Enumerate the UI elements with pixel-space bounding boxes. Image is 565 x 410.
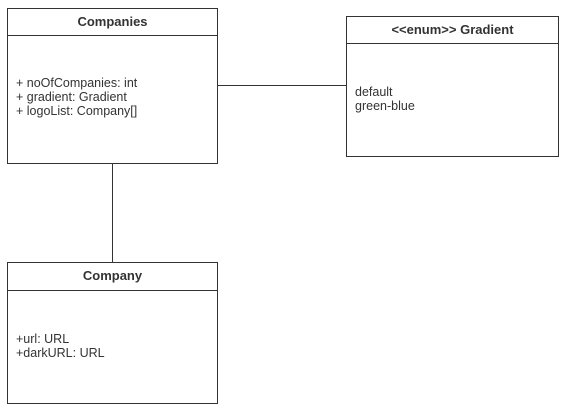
association-companies-company [112,163,113,263]
class-company-attributes: +url: URL +darkURL: URL [8,291,217,360]
enum-value-default: default [355,85,393,99]
enum-gradient-values: default green-blue [347,44,558,113]
enum-gradient[interactable]: <<enum>> Gradient default green-blue [346,16,559,157]
class-company-name: Company [8,263,217,291]
attribute-gradient: + gradient: Gradient [16,90,127,104]
class-companies[interactable]: Companies + noOfCompanies: int + gradien… [7,8,218,164]
attribute-logo-list: + logoList: Company[] [16,104,138,118]
class-company[interactable]: Company +url: URL +darkURL: URL [7,262,218,404]
class-companies-name: Companies [8,9,217,36]
class-companies-attributes: + noOfCompanies: int + gradient: Gradien… [8,36,217,118]
attribute-no-of-companies: + noOfCompanies: int [16,76,138,90]
association-companies-gradient [218,85,346,86]
enum-gradient-name: <<enum>> Gradient [347,17,558,44]
attribute-dark-url: +darkURL: URL [16,346,105,360]
attribute-url: +url: URL [16,332,70,346]
enum-value-green-blue: green-blue [355,99,415,113]
